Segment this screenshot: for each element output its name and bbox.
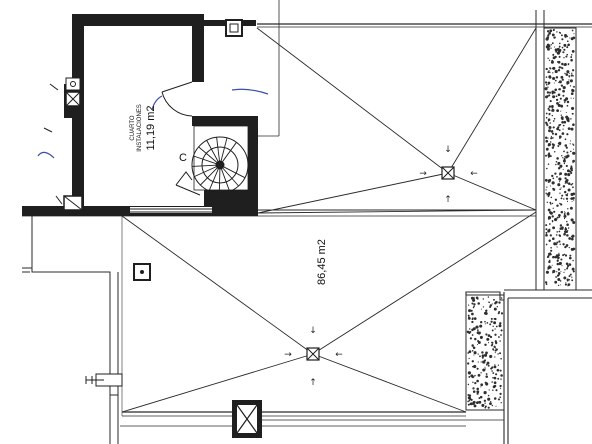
small-arrow-marks bbox=[43, 83, 63, 205]
room-dashed-outline bbox=[258, 22, 280, 137]
door-openings bbox=[130, 82, 212, 213]
slope-lines-lower bbox=[121, 211, 537, 413]
slope-lines-upper bbox=[256, 27, 537, 214]
roof-outline bbox=[22, 209, 536, 444]
blue-pen-marks bbox=[37, 88, 269, 159]
terrace-edges bbox=[465, 289, 592, 444]
svg-text:↓: ↓ bbox=[444, 145, 452, 155]
spiral-staircase bbox=[175, 125, 249, 196]
room-name-line1: CUARTO bbox=[130, 115, 136, 140]
svg-text:→: → bbox=[419, 169, 427, 179]
door-frame bbox=[130, 208, 212, 213]
svg-text:→: → bbox=[284, 350, 292, 360]
svg-text:←: ← bbox=[335, 350, 343, 360]
chimney-box bbox=[232, 400, 262, 438]
stair-letter: C bbox=[179, 152, 187, 164]
svg-text:↑: ↑ bbox=[309, 378, 317, 388]
pipe-symbol bbox=[85, 373, 123, 387]
roof-drain-lower bbox=[306, 347, 320, 361]
roof-hatch-small bbox=[133, 263, 151, 281]
room-name-line2: INSTALACIONES bbox=[137, 104, 143, 152]
outer-guides bbox=[257, 0, 592, 290]
door-swing bbox=[161, 81, 193, 117]
room-label-group: CUARTO INSTALACIONES 11,19 m2 bbox=[130, 104, 157, 152]
gravel-strip-right bbox=[543, 27, 577, 291]
slope-arrows: ↓ ↑ → ← ↓ ↑ → ← bbox=[284, 145, 478, 388]
vent-box-left bbox=[65, 77, 81, 107]
vent-box-bottom-left bbox=[63, 195, 83, 211]
vent-box-top bbox=[225, 19, 243, 37]
svg-text:↓: ↓ bbox=[309, 326, 317, 336]
room-area: 11,19 m2 bbox=[145, 105, 157, 150]
roof-drain-upper bbox=[441, 166, 455, 180]
svg-text:↑: ↑ bbox=[444, 195, 452, 205]
gravel-strip-bottom bbox=[465, 294, 505, 411]
svg-text:←: ← bbox=[470, 169, 478, 179]
roof-area: 86,45 m2 bbox=[316, 239, 328, 285]
